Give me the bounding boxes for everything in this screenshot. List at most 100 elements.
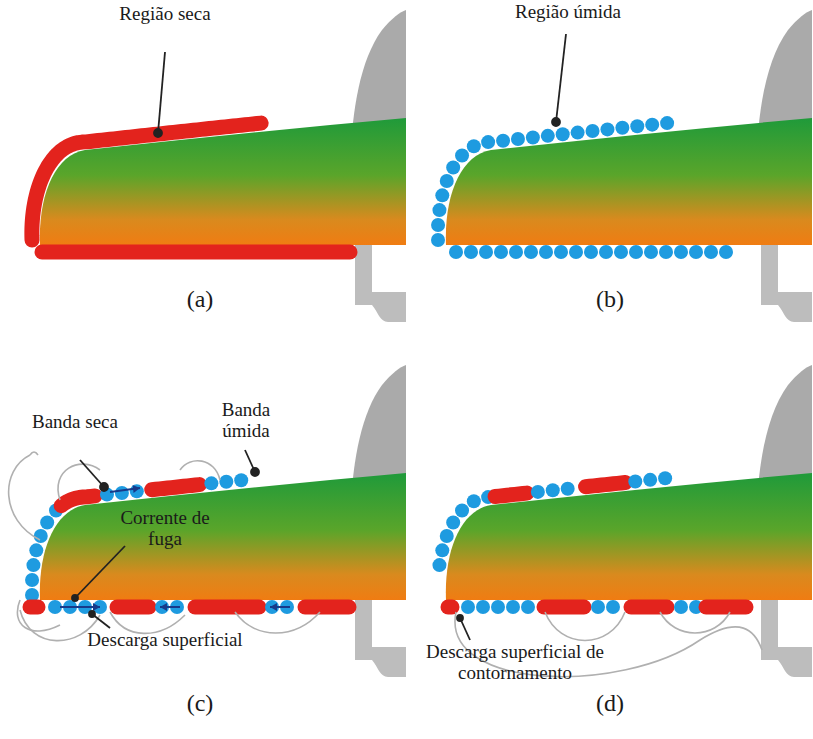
wet-drop <box>584 245 598 259</box>
wet-drop <box>554 245 568 259</box>
current-arrow-head <box>270 603 277 611</box>
wet-drop <box>591 600 605 614</box>
wet-drop <box>219 475 233 489</box>
current-arrow-head <box>133 485 140 493</box>
wet-drop <box>556 127 570 141</box>
dry-band <box>706 600 746 615</box>
wet-drop <box>539 245 553 259</box>
wet-drop <box>660 116 674 130</box>
wet-drop <box>130 484 144 498</box>
wet-drop <box>704 245 718 259</box>
current-arrow-head <box>160 603 167 611</box>
wet-drop <box>561 482 575 496</box>
dry-band <box>448 600 452 615</box>
wet-drop <box>615 121 629 135</box>
wet-drop <box>541 129 555 143</box>
wet-drop <box>204 476 218 490</box>
wet-drop <box>586 124 600 138</box>
current-label: Corrente de fuga <box>110 508 220 550</box>
dry-band <box>195 600 259 615</box>
wet-drop <box>479 245 493 259</box>
wet-drop <box>659 245 673 259</box>
band-label: Banda úmida <box>196 400 296 442</box>
wet-drop <box>48 600 62 614</box>
wet-drop <box>674 600 688 614</box>
wet-drop <box>476 600 490 614</box>
wet-drop <box>689 245 703 259</box>
wet-drop <box>431 218 445 232</box>
wet-drop <box>630 119 644 133</box>
wet-drop <box>435 188 449 202</box>
dry-band <box>42 245 350 260</box>
dry-band <box>30 600 38 615</box>
wet-drop <box>496 134 510 148</box>
wet-drop <box>571 126 585 140</box>
region-label: Região seca <box>110 4 220 25</box>
wet-drop <box>115 486 129 500</box>
wet-drop <box>521 600 535 614</box>
wet-drop <box>526 130 540 144</box>
wet-drop <box>481 135 495 149</box>
wet-drop <box>606 600 620 614</box>
wet-drop <box>40 516 54 530</box>
band-label: Banda seca <box>30 412 120 433</box>
wet-drop <box>34 529 48 543</box>
region-label: Região úmida <box>513 2 623 23</box>
wet-drop <box>155 600 169 614</box>
wet-drop <box>449 245 463 259</box>
dry-band <box>117 600 149 615</box>
dry-band <box>544 600 584 615</box>
panel-caption: (a) <box>170 286 230 312</box>
wet-drop <box>629 245 643 259</box>
wet-drop <box>643 473 657 487</box>
wet-drop <box>644 245 658 259</box>
wet-drop <box>600 122 614 136</box>
wet-drop <box>511 132 525 146</box>
wet-drop <box>464 245 478 259</box>
discharge-label: Descarga superficial de contornamento <box>395 642 635 684</box>
wet-drop <box>455 503 469 517</box>
wet-drop <box>432 203 446 217</box>
dry-band <box>152 485 200 490</box>
wet-drop <box>614 245 628 259</box>
wet-drop <box>265 600 279 614</box>
panel-caption: (b) <box>580 286 640 312</box>
current-arrow-head <box>93 603 100 611</box>
leader-lines <box>72 34 566 640</box>
wet-drop <box>524 245 538 259</box>
wet-drop <box>446 516 460 530</box>
wet-drop <box>432 558 446 572</box>
wet-drop <box>29 543 43 557</box>
wet-drop <box>531 485 545 499</box>
dry-band <box>495 493 527 496</box>
wet-drop <box>25 573 39 587</box>
wet-drop <box>440 529 454 543</box>
wet-drop <box>719 245 733 259</box>
dry-band <box>586 483 626 487</box>
wet-drop <box>569 245 583 259</box>
wet-drop <box>491 600 505 614</box>
wet-drop <box>506 600 520 614</box>
wet-drop <box>494 245 508 259</box>
wet-drop <box>435 543 449 557</box>
wet-drop <box>467 494 481 508</box>
wet-drop <box>509 245 523 259</box>
discharge-label: Descarga superficial <box>75 630 255 651</box>
wet-drop <box>446 161 460 175</box>
wet-drop <box>674 245 688 259</box>
wet-drop <box>431 233 445 247</box>
wet-drop <box>26 558 40 572</box>
wet-drop <box>658 471 672 485</box>
wet-drop <box>599 245 613 259</box>
wet-drop <box>467 139 481 153</box>
wet-drop <box>440 174 454 188</box>
dry-band <box>631 600 667 615</box>
dry-band <box>61 496 95 506</box>
wet-drop <box>628 474 642 488</box>
panel-caption: (d) <box>580 690 640 716</box>
wet-drop <box>455 148 469 162</box>
wet-drop <box>645 118 659 132</box>
wet-drop <box>461 600 475 614</box>
